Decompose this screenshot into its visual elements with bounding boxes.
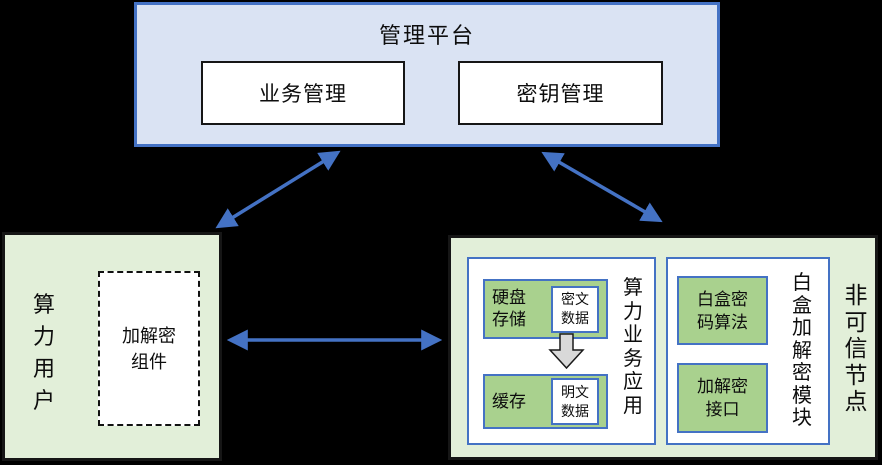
crypto-component-box: 加解密组件: [98, 271, 200, 426]
platform-title: 管理平台: [378, 23, 475, 48]
arrow-platform-untrusted: [541, 151, 663, 223]
whitebox-algorithm-label: 白盒密码算法: [697, 289, 748, 332]
whitebox-module-label: 白盒加解密模块: [792, 272, 812, 429]
cipher-data-label: 密文数据: [561, 291, 589, 326]
whitebox-module-box: 白盒密码算法 加解密接口 白盒加解密模块: [666, 257, 830, 445]
business-management-label: 业务管理: [259, 83, 347, 106]
business-app-label: 算力业务应用: [623, 277, 643, 417]
crypto-interface-box: 加解密接口: [677, 363, 768, 433]
disk-storage-box: 硬盘存储 密文数据: [483, 279, 608, 339]
computing-user-label: 算力用户: [32, 292, 55, 413]
business-app-box: 硬盘存储 密文数据 缓存 明文数据 算力业务应用: [467, 257, 656, 445]
untrusted-node-label: 非可信节点: [844, 282, 868, 414]
whitebox-algorithm-box: 白盒密码算法: [677, 276, 768, 345]
disk-storage-label: 硬盘存储: [492, 288, 526, 329]
business-management-box: 业务管理: [201, 61, 405, 125]
computing-user-box: 算力用户 加解密组件: [2, 232, 222, 461]
platform-box: 管理平台 业务管理 密钥管理: [134, 2, 720, 147]
cache-box: 缓存 明文数据: [483, 374, 608, 429]
cipher-data-box: 密文数据: [551, 285, 599, 333]
plain-data-label: 明文数据: [561, 383, 589, 419]
plain-data-box: 明文数据: [551, 378, 599, 425]
arrow-platform-user: [215, 150, 341, 229]
crypto-interface-label: 加解密接口: [697, 377, 748, 419]
key-management-label: 密钥管理: [516, 83, 605, 106]
untrusted-node-box: 硬盘存储 密文数据 缓存 明文数据 算力业务应用 白盒密码算法 加解密接口 白盒…: [448, 235, 878, 460]
crypto-component-label: 加解密组件: [122, 325, 176, 372]
cache-label: 缓存: [492, 391, 526, 411]
key-management-box: 密钥管理: [458, 61, 663, 125]
